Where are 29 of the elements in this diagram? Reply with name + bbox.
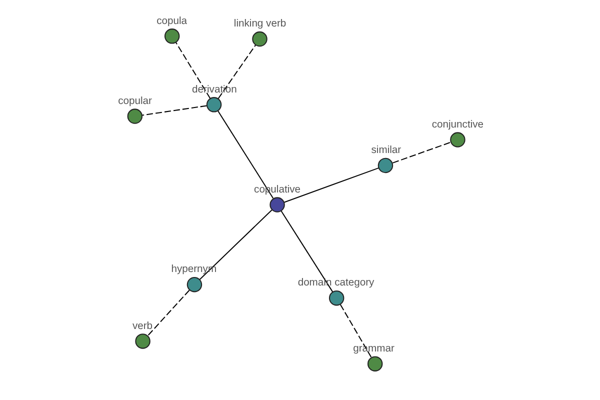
node-label: copular xyxy=(118,96,152,107)
node-label: verb xyxy=(132,320,152,332)
node-circle xyxy=(164,28,180,44)
node-label: linking verb xyxy=(233,18,286,30)
connector xyxy=(141,105,206,116)
node-circle xyxy=(328,290,344,306)
connector xyxy=(198,210,272,280)
node-label: conjunctive xyxy=(431,119,484,130)
node-circle xyxy=(252,31,267,47)
connector xyxy=(217,110,274,198)
connector xyxy=(280,210,333,292)
connector xyxy=(217,44,256,99)
node-label: derivation xyxy=(192,84,236,96)
connector xyxy=(174,42,210,99)
node-label: grammar xyxy=(352,343,394,354)
node-circle xyxy=(206,97,222,112)
connector xyxy=(146,290,190,336)
connector xyxy=(392,142,451,164)
connector xyxy=(339,304,372,358)
node-circle xyxy=(366,356,382,372)
node-circle xyxy=(126,108,142,124)
node-circle xyxy=(450,132,465,148)
node-circle xyxy=(186,276,202,292)
node-label: copula xyxy=(156,16,187,27)
node-circle xyxy=(377,158,393,174)
node-circle xyxy=(134,334,150,349)
node-label: similar xyxy=(370,145,401,156)
connector xyxy=(284,167,378,203)
node-circle xyxy=(269,197,284,212)
